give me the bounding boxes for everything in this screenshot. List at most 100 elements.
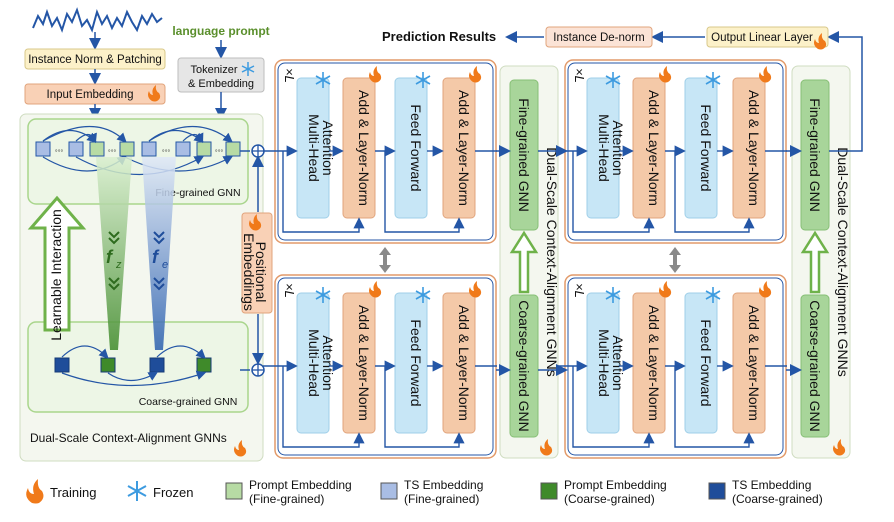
- svg-text:◦◦◦: ◦◦◦: [55, 146, 64, 155]
- snowflake-icon: [415, 287, 431, 303]
- svg-text:×L: ×L: [282, 283, 297, 298]
- svg-text:Frozen: Frozen: [153, 485, 193, 500]
- svg-text:Instance De-norm: Instance De-norm: [553, 32, 644, 44]
- snowflake-icon: [127, 481, 147, 501]
- flame-icon: [659, 281, 672, 298]
- flame-icon: [234, 440, 247, 457]
- svg-text:Add & Layer-Norm: Add & Layer-Norm: [356, 305, 372, 421]
- svg-text:Multi-Head: Multi-Head: [596, 329, 612, 397]
- svg-text:Coarse-grained GNN: Coarse-grained GNN: [516, 300, 532, 432]
- time-series-wave: [32, 7, 163, 33]
- flame-icon: [659, 66, 672, 83]
- flame-icon: [540, 439, 553, 456]
- svg-text:Output Linear Layer: Output Linear Layer: [711, 32, 813, 44]
- svg-text:Input Embedding: Input Embedding: [47, 89, 134, 101]
- svg-text:Add & Layer-Norm: Add & Layer-Norm: [456, 305, 472, 421]
- svg-text:Multi-Head: Multi-Head: [306, 329, 322, 397]
- svg-text:Add & Layer-Norm: Add & Layer-Norm: [746, 90, 762, 206]
- snowflake-icon: [241, 62, 255, 76]
- middle-gnn-column: Fine-grained GNN Coarse-grained GNN Dual…: [499, 65, 560, 459]
- flame-icon: [148, 85, 161, 102]
- svg-text:◦◦◦: ◦◦◦: [162, 146, 171, 155]
- snowflake-icon: [415, 72, 431, 88]
- tokenizer-embedding-box: Tokenizer & Embedding: [177, 57, 265, 93]
- svg-text:Tokenizer: Tokenizer: [190, 64, 237, 76]
- snowflake-icon: [605, 287, 621, 303]
- svg-text:TS Embedding: TS Embedding: [732, 478, 811, 492]
- svg-text:Add & Layer-Norm: Add & Layer-Norm: [646, 90, 662, 206]
- svg-text:Prompt Embedding: Prompt Embedding: [564, 478, 667, 492]
- flame-icon: [26, 479, 44, 504]
- svg-text:×L: ×L: [282, 68, 297, 83]
- learnable-interaction-arrow: Learnable Interaction: [27, 195, 87, 341]
- svg-text:Fine-grained GNN: Fine-grained GNN: [516, 98, 532, 212]
- flame-icon: [369, 281, 382, 298]
- svg-text:Add & Layer-Norm: Add & Layer-Norm: [746, 305, 762, 421]
- svg-text:Feed Forward: Feed Forward: [408, 319, 424, 406]
- fz-cone: [96, 157, 132, 350]
- svg-text:Feed Forward: Feed Forward: [698, 319, 714, 406]
- input-embedding-box: Input Embedding: [24, 83, 166, 105]
- svg-text:×L: ×L: [572, 68, 587, 83]
- coarse-gnn-label: Coarse-grained GNN: [139, 396, 238, 408]
- language-prompt-label: language prompt: [172, 24, 269, 38]
- svg-text:Attention: Attention: [610, 335, 626, 390]
- snowflake-icon: [315, 72, 331, 88]
- positional-embeddings-box: Positional Embeddings: [241, 212, 273, 314]
- svg-text:×L: ×L: [572, 283, 587, 298]
- flame-icon: [759, 281, 772, 298]
- left-dual-scale-title: Dual-Scale Context-Alignment GNNs: [30, 431, 227, 445]
- prediction-results: Prediction Results: [382, 29, 496, 44]
- fe-cone: [142, 157, 176, 350]
- svg-text:Attention: Attention: [610, 120, 626, 175]
- svg-text:◦◦◦: ◦◦◦: [108, 146, 117, 155]
- svg-text:Attention: Attention: [320, 120, 336, 175]
- svg-text:(Coarse-grained): (Coarse-grained): [732, 492, 823, 506]
- flame-icon: [469, 66, 482, 83]
- svg-text:Multi-Head: Multi-Head: [306, 114, 322, 182]
- coarse-gnn-panel: [27, 321, 249, 413]
- svg-text:z: z: [115, 259, 122, 271]
- svg-text:(Coarse-grained): (Coarse-grained): [564, 492, 655, 506]
- svg-text:Fine-grained GNN: Fine-grained GNN: [807, 98, 823, 212]
- svg-text:◦◦◦: ◦◦◦: [215, 146, 224, 155]
- snowflake-icon: [315, 287, 331, 303]
- svg-text:(Fine-grained): (Fine-grained): [404, 492, 479, 506]
- svg-text:f: f: [106, 247, 114, 267]
- svg-text:e: e: [162, 259, 168, 271]
- svg-text:Coarse-grained GNN: Coarse-grained GNN: [807, 300, 823, 432]
- flame-icon: [369, 66, 382, 83]
- snowflake-icon: [605, 72, 621, 88]
- svg-text:Multi-Head: Multi-Head: [596, 114, 612, 182]
- weight-sharing-arrow: [379, 247, 681, 273]
- legend: Training Frozen Prompt Embedding (Fine-g…: [26, 478, 823, 506]
- chevron-down-icon: [108, 231, 120, 291]
- flame-icon: [469, 281, 482, 298]
- svg-text:Prompt Embedding: Prompt Embedding: [249, 478, 352, 492]
- svg-text:(Fine-grained): (Fine-grained): [249, 492, 324, 506]
- flame-icon: [759, 66, 772, 83]
- fine-gnn-panel: [27, 118, 249, 205]
- svg-text:Training: Training: [50, 485, 96, 500]
- flame-icon: [249, 214, 262, 231]
- svg-text:f: f: [152, 247, 160, 267]
- instance-denorm-box: Instance De-norm: [545, 26, 653, 48]
- svg-text:Feed Forward: Feed Forward: [408, 104, 424, 191]
- svg-text:Instance Norm & Patching: Instance Norm & Patching: [28, 54, 162, 66]
- snowflake-icon: [705, 72, 721, 88]
- snowflake-icon: [705, 287, 721, 303]
- svg-text:Dual-Scale Context-Alignment G: Dual-Scale Context-Alignment GNNs: [835, 147, 851, 377]
- svg-text:& Embedding: & Embedding: [188, 78, 254, 90]
- right-gnn-column: Fine-grained GNN Coarse-grained GNN Dual…: [791, 65, 851, 459]
- flame-icon: [833, 439, 846, 456]
- svg-text:Positional: Positional: [253, 242, 269, 303]
- output-linear-layer-box: Output Linear Layer: [706, 26, 829, 50]
- fine-gnn-label: Fine-grained GNN: [155, 187, 240, 199]
- coarse-grained-nodes: [54, 357, 212, 373]
- svg-text:Dual-Scale Context-Alignment G: Dual-Scale Context-Alignment GNNs: [544, 147, 560, 377]
